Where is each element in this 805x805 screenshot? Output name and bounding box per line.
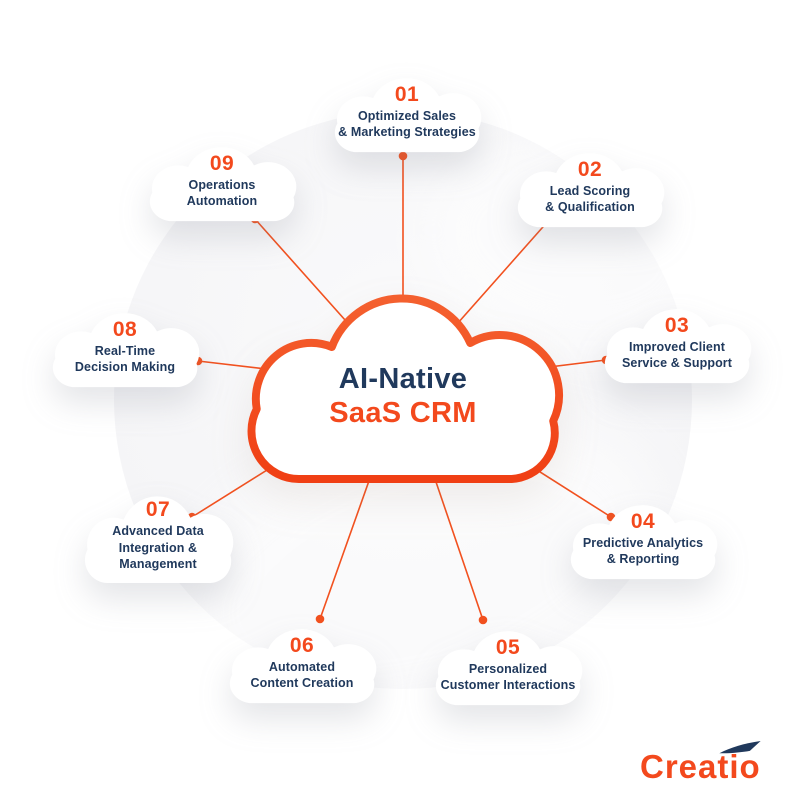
item-number: 06 bbox=[289, 633, 315, 657]
item-cloud-05: 05 Personalized Customer Interactions bbox=[428, 624, 588, 706]
item-number: 05 bbox=[495, 635, 521, 659]
item-number: 07 bbox=[145, 498, 171, 522]
cloud-shape-icon bbox=[84, 496, 234, 584]
item-label-line: Operations bbox=[188, 177, 256, 192]
item-number: 08 bbox=[112, 317, 138, 341]
item-label-line: Improved Client bbox=[629, 339, 725, 354]
item-label-line: Customer Interactions bbox=[440, 678, 576, 692]
item-number: 03 bbox=[664, 313, 690, 337]
item-cloud-07: 07 Advanced Data Integration & Managemen… bbox=[77, 488, 239, 584]
item-cloud-08: 08 Real-Time Decision Making bbox=[45, 306, 205, 388]
center-title-line1: AI-Native bbox=[338, 363, 468, 395]
item-cloud-02: 02 Lead Scoring & Qualification bbox=[510, 146, 670, 228]
cloud-outline-icon bbox=[247, 294, 563, 484]
item-label-line: Real-Time bbox=[94, 343, 156, 358]
item-label-line: & Reporting bbox=[606, 552, 680, 566]
logo-arrow-icon bbox=[719, 741, 761, 754]
item-label-line: Lead Scoring bbox=[549, 183, 631, 198]
item-number: 01 bbox=[394, 82, 420, 106]
item-label-line: Management bbox=[119, 557, 197, 572]
item-label-line: Integration & bbox=[118, 540, 198, 555]
item-label-line: Advanced Data bbox=[112, 524, 204, 539]
item-label-line: Optimized Sales bbox=[357, 108, 457, 123]
item-number: 02 bbox=[577, 157, 603, 181]
item-label-line: Predictive Analytics bbox=[582, 535, 704, 550]
item-label-line: Automated bbox=[268, 659, 336, 674]
creatio-logo: Creatio bbox=[640, 741, 792, 783]
item-cloud-04: 04 Predictive Analytics & Reporting bbox=[563, 498, 723, 580]
center-cloud: AI-Native SaaS CRM bbox=[235, 281, 571, 484]
item-cloud-01: 01 Optimized Sales & Marketing Strategie… bbox=[327, 71, 487, 153]
item-label-line: Content Creation bbox=[250, 676, 354, 690]
item-label-line: Automation bbox=[186, 194, 258, 208]
item-cloud-03: 03 Improved Client Service & Support bbox=[597, 302, 757, 384]
cloud-shape-icon bbox=[435, 631, 583, 706]
cloud-shape-icon bbox=[149, 147, 297, 222]
cloud-shape-icon bbox=[334, 78, 482, 153]
item-label-line: Personalized bbox=[468, 661, 548, 676]
item-number: 04 bbox=[630, 509, 656, 533]
item-label-line: & Qualification bbox=[545, 200, 635, 214]
item-label-line: Decision Making bbox=[74, 360, 176, 374]
logo-text: Creatio bbox=[640, 748, 761, 785]
item-label-line: Service & Support bbox=[621, 356, 733, 370]
cloud-shape-icon bbox=[52, 313, 200, 388]
cloud-shape-icon bbox=[517, 153, 665, 228]
cloud-shape-icon bbox=[229, 629, 377, 704]
item-cloud-09: 09 Operations Automation bbox=[142, 140, 302, 222]
cloud-shape-icon bbox=[570, 505, 718, 580]
cloud-shape-icon bbox=[604, 309, 752, 384]
center-title-line2: SaaS CRM bbox=[329, 397, 477, 429]
item-number: 09 bbox=[209, 151, 235, 175]
item-cloud-06: 06 Automated Content Creation bbox=[222, 622, 382, 704]
item-label-line: & Marketing Strategies bbox=[338, 125, 476, 139]
